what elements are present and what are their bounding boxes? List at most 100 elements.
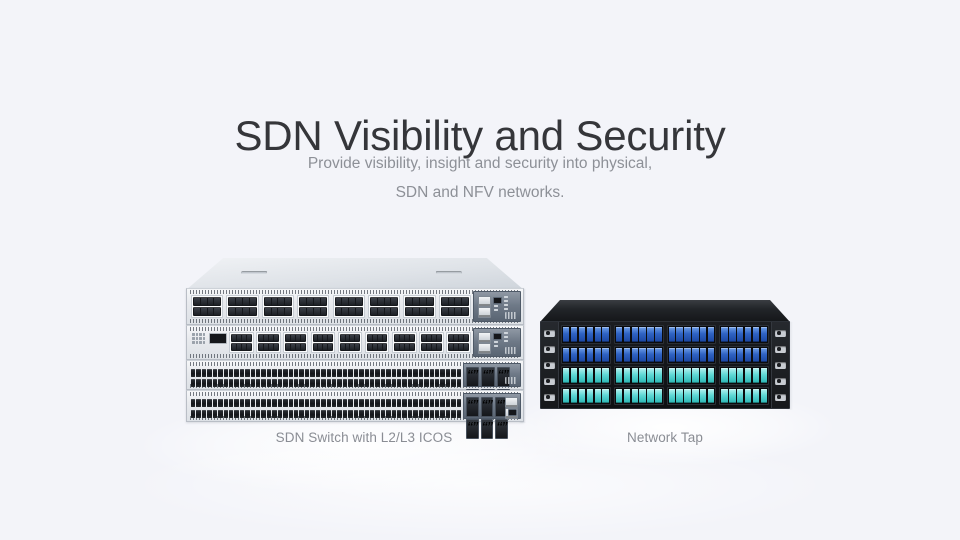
lc-fiber-port [631, 347, 638, 362]
sfp-port [239, 379, 245, 387]
tap-port-row [561, 366, 769, 385]
sfp-port [359, 369, 364, 377]
lc-fiber-port [578, 368, 586, 383]
lc-fiber-port [623, 388, 630, 403]
sfp-port [418, 369, 424, 377]
sfp-port [402, 399, 407, 407]
lc-fiber-port [563, 347, 570, 362]
switch-unit-1-port-bank [191, 295, 471, 318]
lc-fiber-port [760, 368, 767, 383]
switch-unit-4-sfp-row-bottom [191, 410, 462, 418]
sfp-port [445, 410, 451, 418]
sfp-port [250, 399, 256, 407]
port-group-divider [277, 399, 283, 407]
qsfp-cage-group [367, 295, 401, 318]
sfp-port [310, 399, 315, 407]
fiber-cassette [719, 366, 769, 385]
caption-sdn-switch: SDN Switch with L2/L3 ICOS [275, 430, 453, 445]
fiber-cassette [613, 386, 664, 405]
rack-mount-hole [775, 345, 786, 353]
qsfp-port [449, 335, 454, 341]
qsfp-cage-group [403, 295, 436, 318]
sfp-port [342, 379, 348, 387]
qsfp-cage-group [392, 332, 417, 353]
qsfp-port [426, 298, 433, 305]
qsfp-port-row [440, 307, 469, 316]
qsfp-port [271, 308, 278, 315]
sfp-port [272, 399, 277, 407]
rack-mount-hole [775, 393, 786, 401]
sfp-port [218, 379, 223, 387]
qsfp-port-row [258, 334, 279, 342]
sfp-port [445, 399, 451, 407]
sfp-port [266, 369, 272, 377]
lc-fiber-port [623, 327, 630, 342]
qsfp-port [291, 344, 296, 350]
sfp-port [212, 410, 218, 418]
lc-fiber-port [684, 327, 691, 342]
port-group-divider [369, 379, 375, 387]
qsfp-port-row [339, 334, 361, 342]
qsfp-port [335, 308, 342, 315]
qsfp-port [273, 335, 278, 341]
sfp-port [359, 410, 364, 418]
lc-fiber-port [570, 368, 578, 383]
sfp-port [321, 399, 326, 407]
fiber-cassette [666, 386, 717, 405]
vendor-badge [505, 377, 517, 384]
qsfp-port [350, 344, 355, 350]
lc-fiber-port [752, 347, 760, 362]
qsfp-port-row [231, 334, 252, 342]
sfp-port [212, 399, 218, 407]
vent-strip-top [190, 327, 520, 331]
qsfp-port [285, 298, 292, 305]
rj45-port [478, 296, 491, 307]
lc-fiber-port [744, 347, 752, 362]
qsfp-cage-group [310, 332, 336, 353]
lc-fiber-port [639, 347, 646, 362]
qsfp-port [313, 344, 318, 350]
qsfp-port [355, 335, 360, 341]
qsfp-port [296, 344, 300, 350]
sfp-port [326, 379, 331, 387]
sfp-port [364, 410, 369, 418]
qsfp-port [345, 335, 350, 341]
qsfp-port-row [258, 343, 279, 351]
sfp-port [218, 369, 223, 377]
sfp-port [245, 379, 250, 387]
qsfp-cage-group [229, 332, 254, 353]
rack-mount-hole [775, 377, 786, 385]
sfp-port [429, 379, 434, 387]
qsfp-port [236, 308, 243, 315]
lc-fiber-port [744, 327, 752, 342]
qsfp-port [236, 335, 241, 341]
sfp-port [348, 410, 353, 418]
sfp-port [386, 369, 391, 377]
sfp-port [315, 379, 321, 387]
qsfp-port [448, 298, 455, 305]
lc-fiber-port [668, 347, 675, 362]
fiber-cassette [666, 325, 717, 344]
lc-fiber-port [594, 347, 601, 362]
rack-mount-hole [544, 329, 555, 337]
lc-fiber-port [602, 327, 609, 342]
switch-unit-3-sfp-row-top [191, 369, 462, 377]
qsfp-port [422, 344, 427, 350]
sfp-port [331, 379, 337, 387]
qsfp-port [194, 308, 200, 315]
sfp-port [223, 379, 228, 387]
sfp-port [266, 399, 272, 407]
sfp-port [337, 369, 342, 377]
lc-fiber-port [655, 368, 662, 383]
qsfp-port [454, 335, 459, 341]
qsfp-port [285, 308, 292, 315]
qsfp-port [313, 335, 318, 341]
sfp-port [337, 379, 342, 387]
qsfp-port [399, 335, 404, 341]
sfp-port [451, 369, 456, 377]
lc-fiber-port [707, 368, 715, 383]
sfp-port [315, 399, 321, 407]
qsfp-port [455, 308, 462, 315]
sfp-port [288, 379, 294, 387]
